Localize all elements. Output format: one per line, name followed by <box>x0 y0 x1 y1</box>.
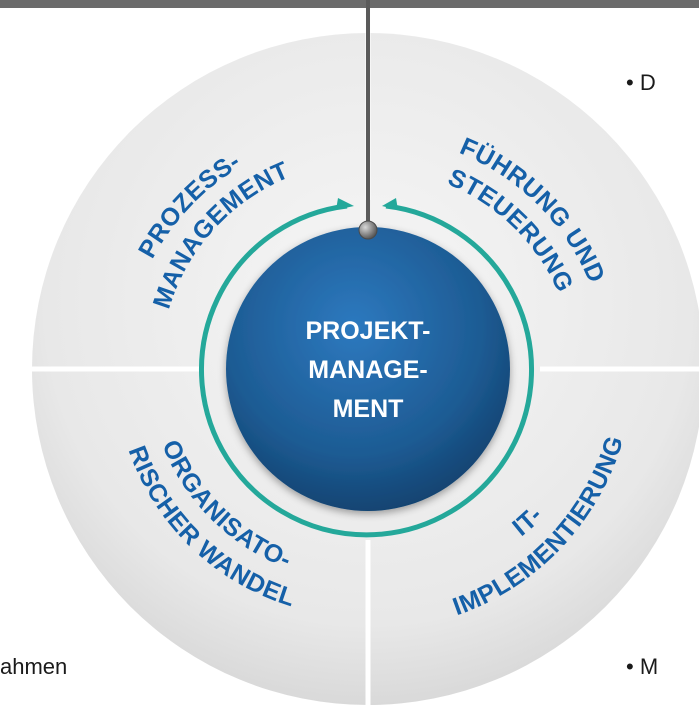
center-line1: PROJEKT- <box>305 317 430 345</box>
center-circle <box>226 227 510 511</box>
circular-arrows-icon <box>199 198 534 538</box>
center-line2: MANAGE- <box>308 356 427 384</box>
top-bar <box>0 0 699 8</box>
side-text-bottom-left: ahmen <box>0 654 68 679</box>
center-line3: MENT <box>333 395 404 423</box>
side-text-top-right: • D <box>626 70 656 95</box>
side-text-bottom-right: • M <box>626 654 659 679</box>
pin-icon <box>358 0 378 240</box>
